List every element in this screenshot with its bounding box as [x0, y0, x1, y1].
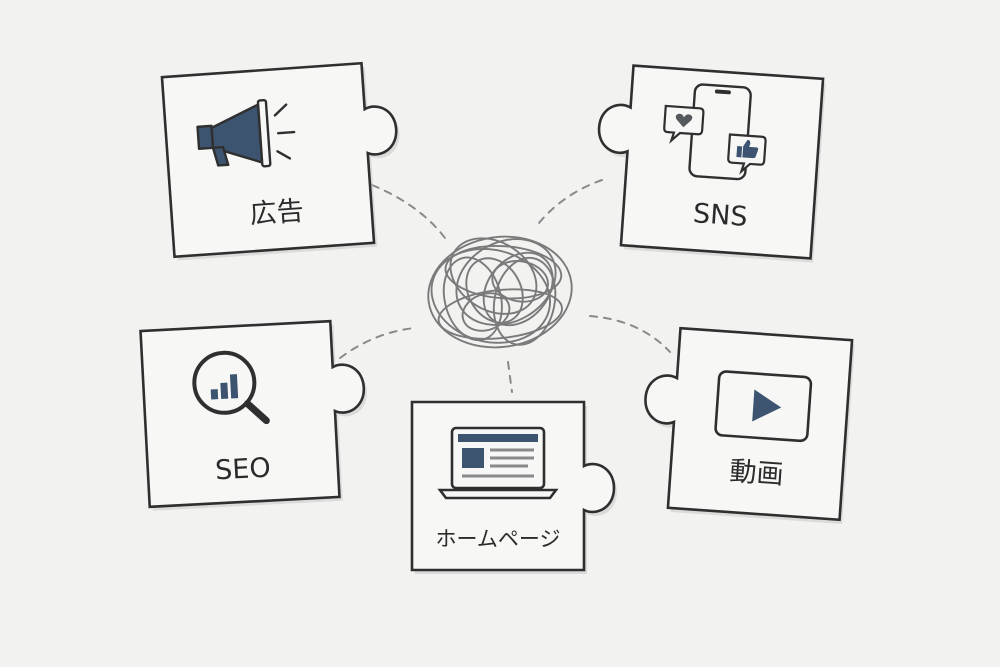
label-ad: 広告	[249, 196, 305, 231]
label-homepage: ホームページ	[436, 527, 561, 551]
puzzle-piece-seo: SEO	[139, 319, 367, 511]
megaphone-icon	[196, 98, 296, 168]
play-button-icon	[714, 370, 813, 443]
puzzle-piece-homepage: ホームページ	[410, 400, 617, 574]
heart-bubble-icon	[663, 104, 705, 144]
connector-ad	[371, 184, 446, 239]
label-video: 動画	[729, 456, 785, 491]
magnifier-chart-icon	[192, 350, 270, 425]
smartphone-social-icon	[663, 83, 767, 181]
connector-sns	[534, 179, 603, 229]
label-sns: SNS	[692, 198, 749, 233]
connector-seo	[339, 327, 416, 359]
label-seo: SEO	[214, 452, 271, 486]
laptop-website-icon	[437, 426, 559, 500]
puzzle-piece-video: 動画	[644, 326, 855, 524]
like-bubble-icon	[727, 133, 767, 175]
connector-homepage	[507, 361, 513, 393]
tangled-lines-icon	[427, 235, 573, 349]
puzzle-piece-sns: SNS	[597, 64, 826, 263]
puzzle-piece-ad: 広告	[160, 61, 400, 261]
connector-lines	[339, 179, 671, 393]
connector-video	[589, 315, 671, 353]
